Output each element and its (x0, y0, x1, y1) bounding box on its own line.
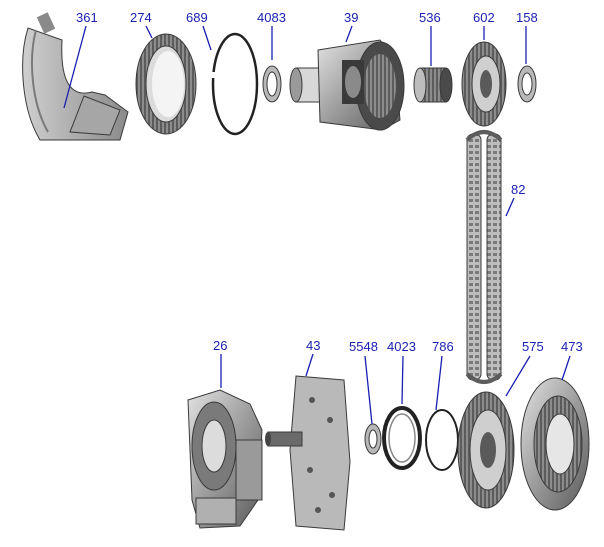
part-43-valve-body-plate (265, 375, 351, 531)
label-575: 575 (522, 339, 544, 354)
leader-5548 (364, 355, 373, 425)
leader-39 (345, 25, 353, 43)
part-4023-seal-ring (382, 406, 422, 470)
part-786-o-ring (425, 409, 459, 471)
part-536-bearing (413, 67, 453, 103)
leader-4023 (401, 355, 404, 405)
part-82-drive-chain (465, 130, 503, 384)
leader-lines (63, 25, 571, 425)
part-361-band (22, 12, 129, 141)
part-26-pump-housing (187, 389, 263, 529)
label-4023: 4023 (387, 339, 416, 354)
label-536: 536 (419, 10, 441, 25)
part-39-planetary-carrier (289, 39, 405, 131)
label-158: 158 (516, 10, 538, 25)
leader-274 (145, 25, 153, 39)
leader-43 (305, 353, 314, 377)
leader-575 (505, 355, 531, 397)
label-82: 82 (511, 182, 525, 197)
label-5548: 5548 (349, 339, 378, 354)
part-274-ring-gear (135, 33, 197, 135)
part-5548-washer (364, 423, 382, 455)
label-473: 473 (561, 339, 583, 354)
label-274: 274 (130, 10, 152, 25)
part-4083-thrust-washer (262, 65, 282, 103)
part-689-snap-ring (210, 32, 259, 136)
part-575-driven-sprocket (457, 391, 515, 509)
callout-labels: 361 274 689 4083 39 536 602 158 82 26 43… (76, 10, 583, 354)
leader-786 (435, 355, 443, 411)
leader-473 (561, 355, 571, 381)
part-158-washer (517, 65, 537, 103)
label-26: 26 (213, 338, 227, 353)
label-689: 689 (186, 10, 208, 25)
label-4083: 4083 (257, 10, 286, 25)
label-361: 361 (76, 10, 98, 25)
label-43: 43 (306, 338, 320, 353)
label-602: 602 (473, 10, 495, 25)
label-786: 786 (432, 339, 454, 354)
part-473-gear-drum (520, 377, 590, 511)
leader-361 (63, 25, 87, 109)
label-39: 39 (344, 10, 358, 25)
part-602-sprocket (461, 41, 507, 127)
leader-82 (505, 197, 515, 217)
leader-689 (202, 25, 212, 51)
